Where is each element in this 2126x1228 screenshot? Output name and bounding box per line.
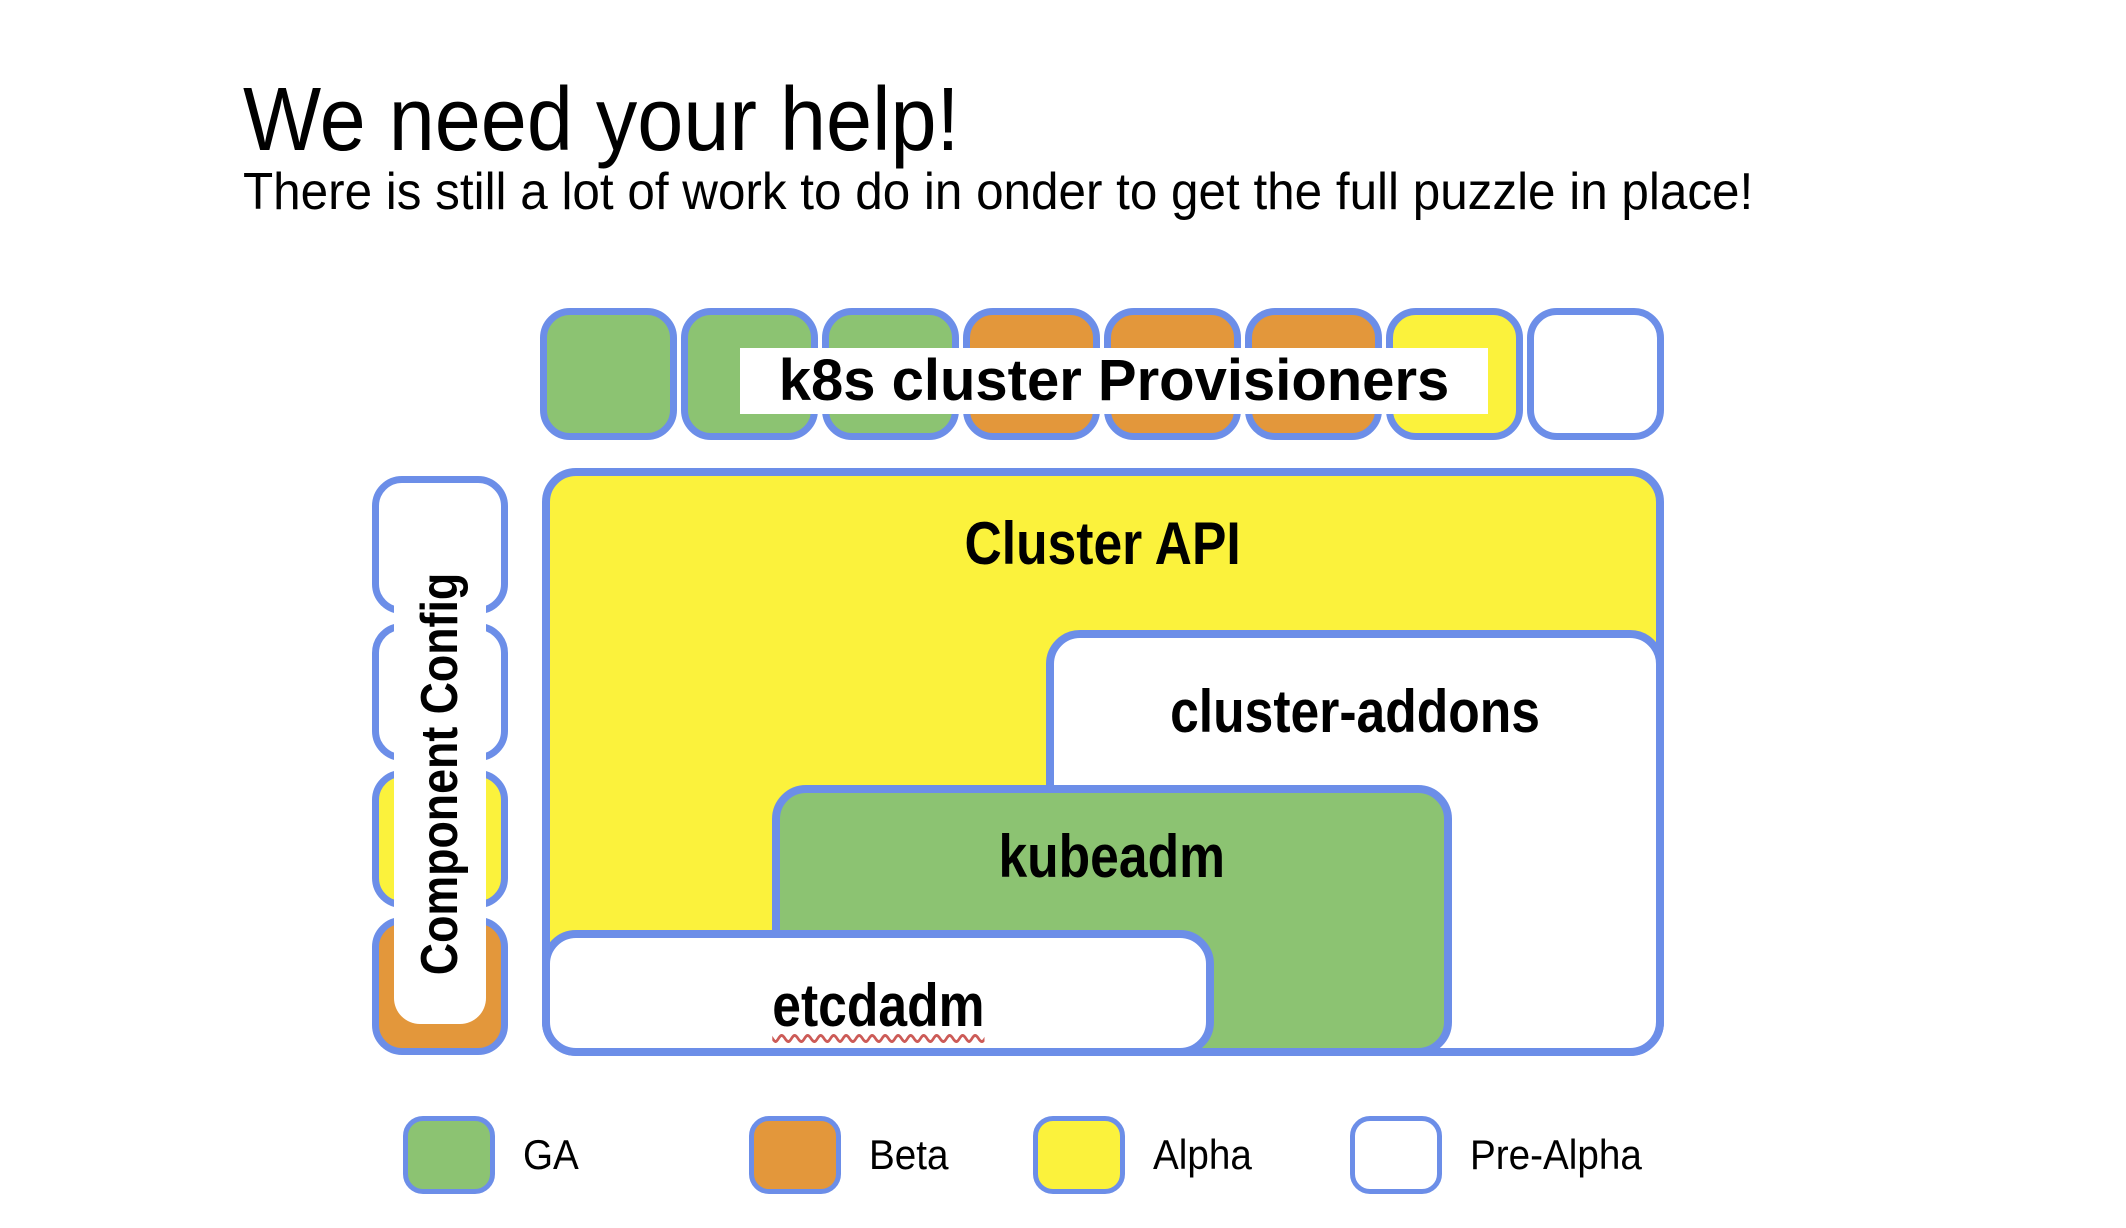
legend-label: Pre-Alpha: [1470, 1131, 1642, 1178]
legend-label: Beta: [869, 1131, 949, 1178]
kubeadm-label: kubeadm: [780, 827, 1444, 887]
legend-swatch-alpha: [1033, 1116, 1125, 1194]
legend-item-beta: Beta: [749, 1116, 955, 1194]
subtitle-text: There is still a lot of work to do in on…: [243, 163, 1754, 221]
subtitle: There is still a lot of work to do in on…: [243, 166, 1833, 218]
etcdadm-label: etcdadm: [550, 976, 1206, 1036]
legend-label: Alpha: [1153, 1131, 1252, 1178]
legend-swatch-beta: [749, 1116, 841, 1194]
cluster-api-label: Cluster API: [550, 514, 1656, 574]
provisioners-label: k8s cluster Provisioners: [778, 348, 1450, 413]
page-title-text: We need your help!: [243, 70, 960, 171]
box-etcdadm: etcdadm: [542, 930, 1214, 1056]
legend-swatch-ga: [403, 1116, 495, 1194]
etcdadm-label-text: etcdadm: [771, 972, 985, 1039]
cluster-addons-label-text: cluster-addons: [1170, 678, 1540, 745]
provisioner-square-prealpha: [1527, 308, 1664, 440]
cluster-addons-label: cluster-addons: [1054, 682, 1656, 742]
legend-swatch-prealpha: [1350, 1116, 1442, 1194]
provisioner-square-ga: [540, 308, 677, 440]
legend-label: GA: [523, 1131, 579, 1178]
legend-item-alpha: Alpha: [1033, 1116, 1260, 1194]
kubeadm-label-text: kubeadm: [998, 823, 1226, 890]
provisioners-label-box: k8s cluster Provisioners: [740, 348, 1488, 414]
component-config-label: Component Config: [411, 572, 469, 976]
page-title: We need your help!: [243, 75, 1022, 165]
legend-item-ga: GA: [403, 1116, 584, 1194]
legend-item-pre-alpha: Pre-Alpha: [1350, 1116, 1657, 1194]
cluster-api-label-text: Cluster API: [964, 510, 1242, 577]
component-config-label-box: Component Config: [394, 524, 486, 1024]
